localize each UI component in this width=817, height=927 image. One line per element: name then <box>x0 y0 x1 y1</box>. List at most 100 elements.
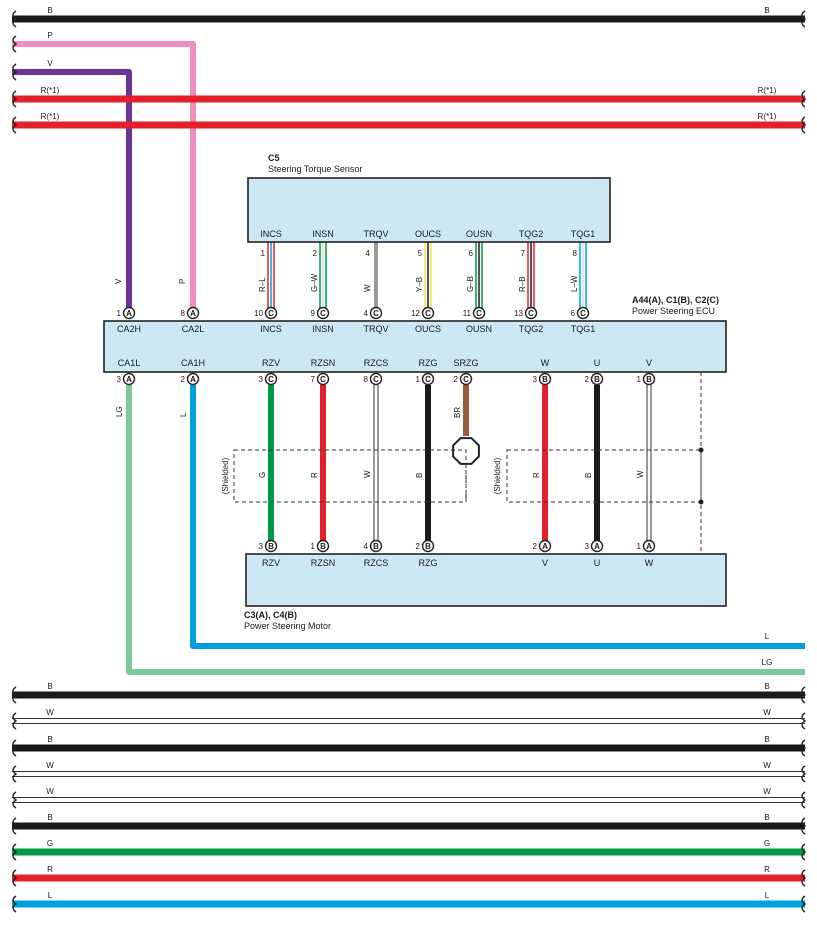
sensor-wire-TRQV-label: W <box>363 284 372 292</box>
ecu-pin-TQG2-name: TQG2 <box>519 324 544 334</box>
motor-pin-U-name: U <box>594 558 601 568</box>
ecu-pin-INSN-letter: C <box>320 309 326 318</box>
motor-pin-RZCS-name: RZCS <box>364 558 389 568</box>
bottom-wire-1-break <box>12 712 18 730</box>
bottom-wire-0-break-right <box>801 686 807 704</box>
power-steering-motor-box <box>245 553 727 607</box>
wires-layer <box>12 15 805 908</box>
ecu-pin-OUCS-letter: C <box>425 309 431 318</box>
shield-box-motor <box>506 449 702 503</box>
ecu-pin-TQG1 <box>576 306 590 320</box>
ecu-bottom-pin-RZV-circle <box>264 372 278 386</box>
motor-pin-V-letter: A <box>542 542 548 551</box>
top-wire-3-break <box>12 90 18 108</box>
can-wire-l-right-label: L <box>765 632 770 641</box>
motor-wire-1-label: R <box>310 472 319 478</box>
top-wire-1-label: P <box>47 31 52 40</box>
motor-pin-V-name: V <box>542 558 548 568</box>
ecu-pin-TRQV-name: TRQV <box>363 324 388 334</box>
ecu-bottom-pin-CA1H: CA1H <box>181 358 205 368</box>
bottom-wire-8-break <box>12 895 18 913</box>
sensor-pin-TQG2-num: 7 <box>521 249 526 258</box>
motor-pin-RZCS <box>369 539 383 553</box>
ecu-bottom-pin-CA1L-num: 3 <box>117 375 122 384</box>
motor-pin-RZSN-num: 1 <box>311 542 316 551</box>
bottom-wire-4-break <box>12 791 18 809</box>
sensor-wire-TQG2-label: R–B <box>518 276 527 292</box>
ecu-pin-CA2H-num: 1 <box>117 309 122 318</box>
motor-wire-2-label: W <box>363 470 372 478</box>
top-wire-0-break-right <box>801 10 807 28</box>
bottom-wire-7-left-label: R <box>47 865 53 874</box>
ecu-pin-INCS-name: INCS <box>260 324 282 334</box>
top-wire-2-label: V <box>47 59 53 68</box>
top-wire-4-break <box>12 116 18 134</box>
ecu-bottom-pin-RZG-circle-letter: C <box>425 375 431 384</box>
sensor-wire-INSN-label: G–W <box>310 273 319 292</box>
ecu-pin-CA2L <box>186 306 200 320</box>
ecu-pin-TQG2-letter: C <box>528 309 534 318</box>
top-wire-4-break-right <box>801 116 807 134</box>
ecu-ca2l-wire-label: P <box>178 279 187 284</box>
motor-pin-RZG <box>421 539 435 553</box>
motor-wire-3-label: B <box>415 473 424 478</box>
bottom-wire-0-break <box>12 686 18 704</box>
motor-pin-RZSN <box>316 539 330 553</box>
can-wire-lg <box>126 385 805 675</box>
ecu-pin-TRQV <box>369 306 383 320</box>
ecu-bottom-pin-CA1H-num: 2 <box>181 375 186 384</box>
top-wire-2-break <box>12 63 18 81</box>
ecu-bottom-pin-SRZG-num: 2 <box>454 375 459 384</box>
bottom-wire-1-left-label: W <box>46 708 54 717</box>
sensor-pin-INCS-num: 1 <box>261 249 266 258</box>
motor-pin-RZG-name: RZG <box>419 558 438 568</box>
motor-wire-5-label: R <box>532 472 541 478</box>
top-wire-3-label: R(*1) <box>41 86 60 95</box>
ecu-bottom-pin-CA1H-circle-letter: A <box>190 375 196 384</box>
bottom-wire-5-right-label: B <box>764 813 769 822</box>
bottom-wire-3-right-label: W <box>763 761 771 770</box>
sensor-pin-TQG1-num: 8 <box>573 249 578 258</box>
bottom-wire-7-break-right <box>801 869 807 887</box>
top-wire-3-break-right <box>801 90 807 108</box>
shielded-label-right: (Shielded) <box>493 457 502 494</box>
motor-pin-RZG-num: 2 <box>416 542 421 551</box>
bottom-wire-4-break-right <box>801 791 807 809</box>
ecu-pin-OUSN-num: 11 <box>463 309 472 318</box>
ecu-pin-INSN-num: 9 <box>311 309 316 318</box>
motor-wire-0-label: G <box>258 472 267 478</box>
ecu-bottom-pin-CA1L-circle <box>122 372 136 386</box>
bottom-wire-6-left-label: G <box>47 839 53 848</box>
ecu-pin-TQG2 <box>524 306 538 320</box>
bottom-wire-3-break <box>12 765 18 783</box>
ecu-bottom-pin-RZSN-num: 7 <box>311 375 316 384</box>
ecu-bottom-pin-RZG-num: 1 <box>416 375 421 384</box>
bottom-wire-3-break-right <box>801 765 807 783</box>
sensor-pin-TRQV: TRQV <box>363 229 388 239</box>
ecu-bottom-pin-V-circle-letter: B <box>646 375 652 384</box>
sensor-pin-INCS: INCS <box>260 229 282 239</box>
bottom-wire-5-break-right <box>801 817 807 835</box>
can-wire-l-label: L <box>179 412 188 417</box>
motor-pin-W <box>642 539 656 553</box>
ecu-name: Power Steering ECU <box>632 306 715 316</box>
sensor-name: Steering Torque Sensor <box>268 164 362 174</box>
ecu-bottom-pin-RZV: RZV <box>262 358 280 368</box>
motor-pin-V <box>538 539 552 553</box>
power-steering-ecu-box <box>103 320 727 373</box>
ecu-bottom-pin-SRZG: SRZG <box>453 358 478 368</box>
ecu-bottom-pin-RZSN-circle-letter: C <box>320 375 326 384</box>
ecu-bottom-pin-U-circle-letter: B <box>594 375 600 384</box>
motor-wire-7-label: W <box>636 470 645 478</box>
bottom-wire-0-left-label: B <box>47 682 52 691</box>
ecu-bottom-pin-V-num: 1 <box>637 375 642 384</box>
top-wire-4-label: R(*1) <box>41 112 60 121</box>
motor-pin-U <box>590 539 604 553</box>
sensor-pin-INSN-num: 2 <box>313 249 318 258</box>
ecu-pin-OUSN-letter: C <box>476 309 482 318</box>
can-wire-lg-label: LG <box>115 406 124 417</box>
motor-pin-RZV-num: 3 <box>259 542 264 551</box>
sensor-pin-TRQV-num: 4 <box>366 249 371 258</box>
bottom-wire-4-right-label: W <box>763 787 771 796</box>
ecu-bottom-pin-RZCS-circle <box>369 372 383 386</box>
